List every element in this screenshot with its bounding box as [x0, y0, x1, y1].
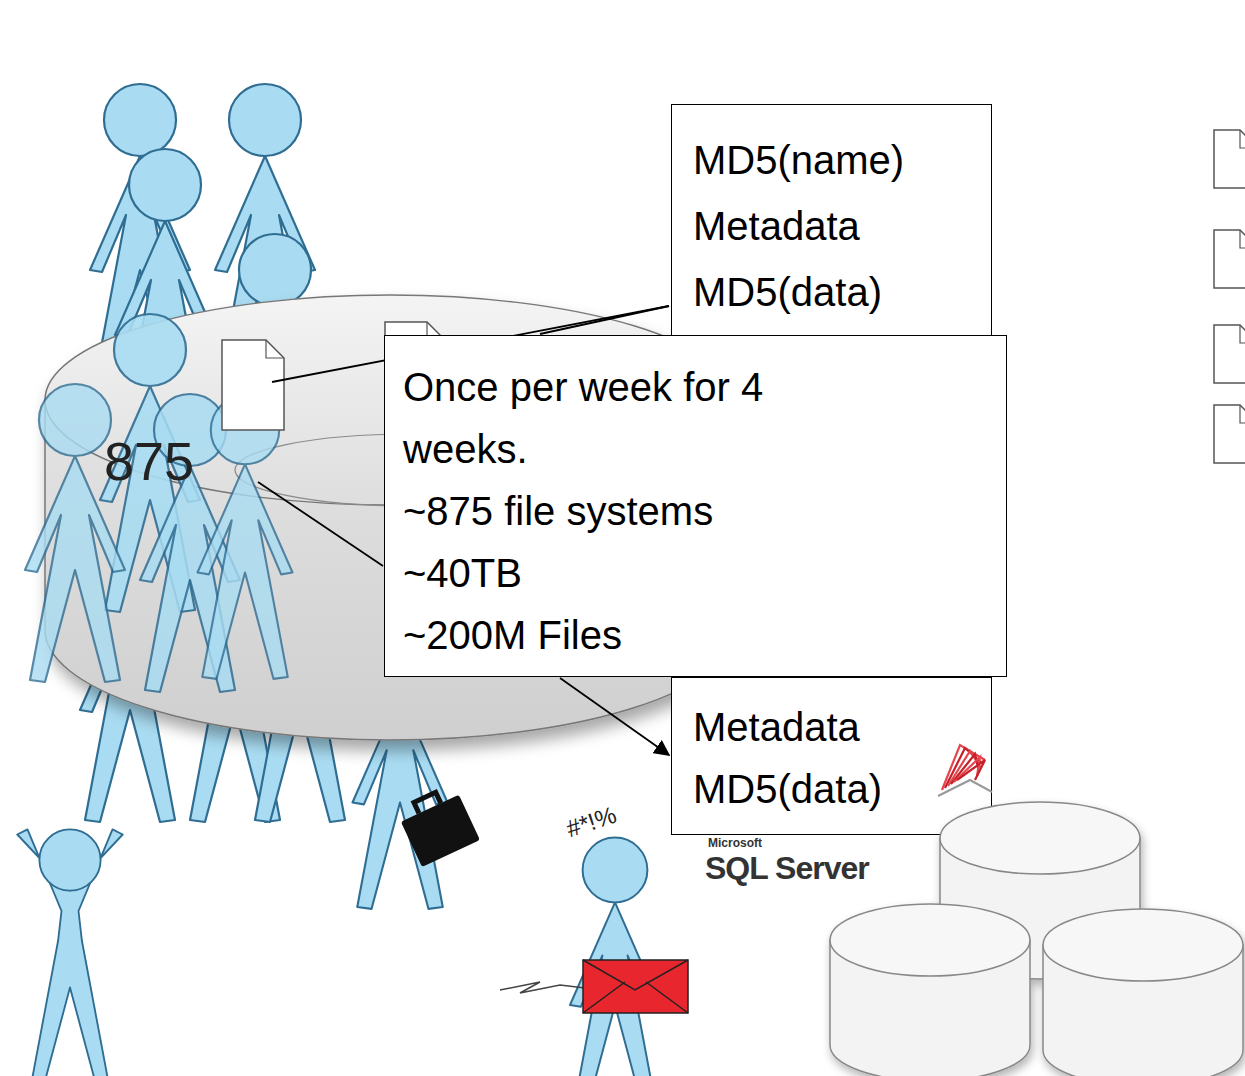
box-text: MD5(name): [693, 127, 979, 193]
box-text: MD5(data): [693, 259, 979, 325]
callout-box: Once per week for 4 weeks.~875 file syst…: [384, 335, 1007, 677]
leader-line: [258, 482, 383, 566]
person-figure: [570, 838, 660, 1076]
data-record-box: MD5(name)MetadataMD5(data): [671, 104, 992, 340]
curse-symbols: #*!%: [563, 801, 620, 843]
person-figure: [25, 384, 125, 682]
leader-line: [540, 306, 669, 334]
file-icon: [1214, 405, 1245, 463]
briefcase: [396, 784, 480, 867]
database-cylinder: [830, 904, 1030, 1076]
box-text: ~875 file systems: [403, 480, 994, 542]
person-figure: [17, 829, 122, 1076]
box-text: Metadata: [693, 696, 979, 758]
person-figure: [198, 396, 293, 679]
file-icon: [1214, 325, 1245, 383]
count-label: 875: [104, 430, 194, 492]
file-icon: [1214, 230, 1245, 288]
vendor-label: Microsoft: [708, 836, 762, 850]
envelope: [583, 960, 688, 1013]
box-text: ~200M Files: [403, 604, 994, 666]
box-text: MD5(data): [693, 758, 979, 820]
box-text: Once per week for 4 weeks.: [403, 356, 853, 480]
box-text: Metadata: [693, 193, 979, 259]
scribble: [500, 982, 585, 993]
file-icon: [222, 340, 284, 430]
file-icon: [1214, 130, 1245, 188]
leader-arrow: [560, 678, 669, 755]
database-cylinder: [1043, 909, 1243, 1076]
product-label: SQL Server: [705, 850, 869, 887]
data-record-box: MetadataMD5(data): [671, 677, 992, 835]
box-text: ~40TB: [403, 542, 994, 604]
